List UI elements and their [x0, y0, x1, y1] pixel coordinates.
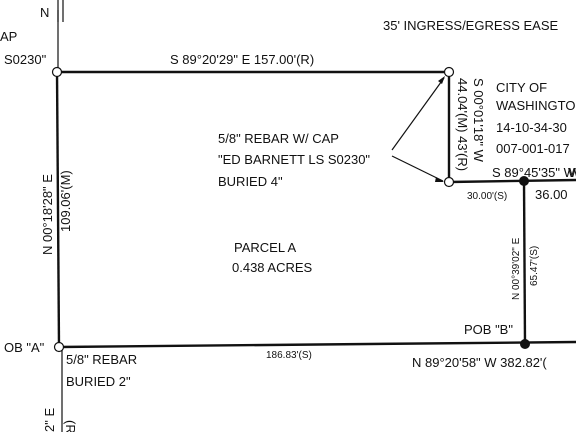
south-line-bearing: N 89°20'58" W 382.82'( [412, 355, 547, 370]
monument-pob-b [520, 339, 530, 349]
top-left-ls-fragment: S0230" [4, 52, 47, 67]
monument-note-line3: BURIED 4" [218, 174, 283, 189]
parcel-boundary [55, 10, 576, 432]
parcel-area: 0.438 ACRES [232, 260, 313, 275]
pob-b-label: POB "B" [464, 322, 513, 337]
north-line-bearing: S 89°20'29" E 157.00'(R) [170, 52, 314, 67]
west-boundary-line [55, 71, 61, 348]
leader-to-ne [391, 77, 445, 151]
west-line-distance: 109.06'(M) [58, 170, 73, 232]
leader-arrowhead-ne [438, 76, 445, 84]
monument-note-line2: "ED BARNETT LS S0230" [218, 152, 370, 167]
left-bottom-paren: (R) [63, 420, 78, 432]
note-leaders [391, 76, 445, 182]
top-left-cap-fragment: AP [0, 29, 17, 44]
monument-jog-filled [519, 176, 529, 186]
jog-boundary-line [448, 178, 576, 184]
monument-note-line1: 5/8" REBAR W/ CAP [218, 131, 339, 146]
leader-to-e-jog [391, 155, 444, 182]
adjoiner-line3: 14-10-34-30 [496, 120, 567, 135]
rebar-note-line2: BURIED 2" [66, 374, 131, 389]
south-segment-distance: 186.83'(S) [266, 350, 312, 361]
monument-ne [443, 66, 455, 78]
rebar-note-line1: 5/8" REBAR [66, 352, 137, 367]
easement-label: 35' INGRESS/EGRESS EASE [383, 18, 558, 33]
monuments [51, 66, 530, 353]
monument-pob-a [53, 341, 65, 353]
east-upper-bearing: S 00°01'18" W [471, 78, 486, 163]
leader-arrowhead-e-jog [435, 177, 444, 182]
east-upper-distance: 44.04'(M) 43'(R) [455, 78, 470, 171]
monument-nw [51, 66, 63, 78]
jog-line-bearing: S 89°45'35" W [492, 165, 576, 180]
jog-distance-left: 30.00'(S) [467, 191, 507, 202]
adjoiner-line4: 007-001-017 [496, 141, 570, 156]
east-lower-bearing: N 00°39'02" E [511, 237, 522, 300]
north-arrow-label: N [40, 5, 49, 20]
pob-a-label: OB "A" [4, 340, 45, 355]
parcel-name: PARCEL A [234, 240, 296, 255]
jog-wash-fragment: W [568, 165, 576, 180]
north-arrow: N [40, 0, 64, 22]
south-boundary-line [58, 340, 576, 349]
east-lower-distance: 65.47'(S) [529, 246, 540, 286]
adjoiner-line1: CITY OF [496, 80, 547, 95]
left-bottom-fragment: 2" E [42, 408, 57, 432]
east-lower-boundary-line [522, 180, 527, 345]
adjoiner-line2: WASHINGTO [496, 98, 575, 113]
west-line-bearing: N 00°18'28" E [40, 174, 55, 255]
jog-distance-right: 36.00 [535, 187, 568, 202]
monument-e-jog [443, 176, 455, 188]
